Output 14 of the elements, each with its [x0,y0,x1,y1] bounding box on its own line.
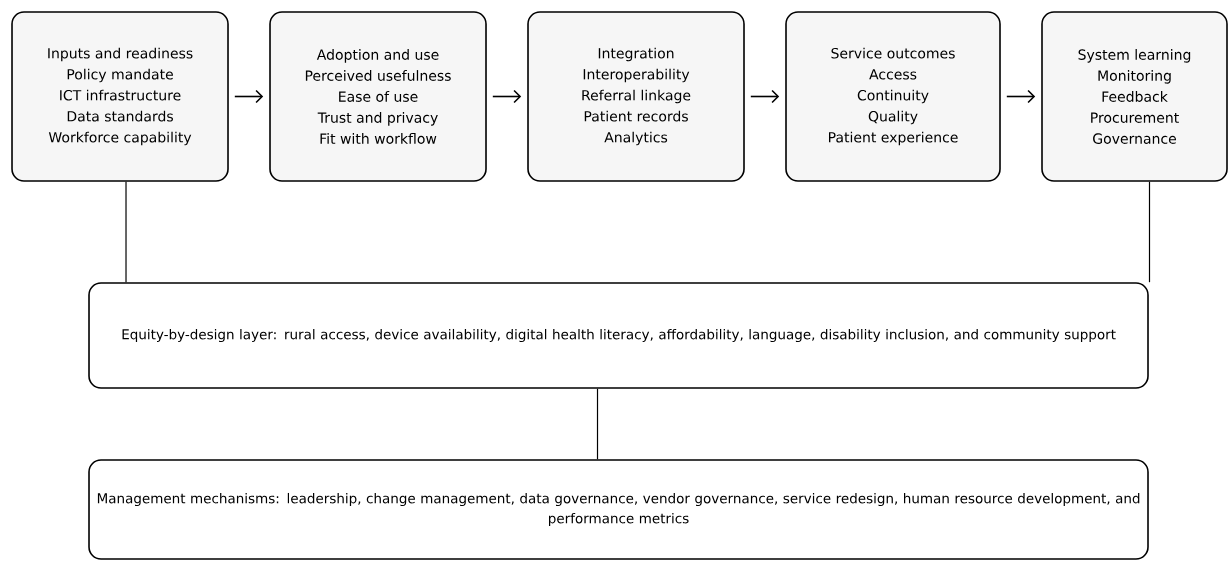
stage-box: System learning Monitoring Feedback Procurement Governance [1041,11,1228,182]
arrow [750,89,780,104]
connector-line [596,388,599,460]
connector-line [1148,181,1151,283]
stage-box: Adoption and use Perceived usefulness Ease of use Trust and privacy Fit with workflow [269,11,487,182]
arrow [492,89,522,104]
stage-box: Service outcomes Access Continuity Quality Patient experience [785,11,1001,182]
connector-line [125,181,127,283]
arrow [234,89,264,104]
arrow [1006,89,1036,104]
stage-box: Inputs and readiness Policy mandate ICT infrastructure Data standards Workforce capability [11,11,229,182]
stage-box: Integration Interoperability Referral linkage Patient records Analytics [527,11,745,182]
layer-box: Equity-by-design layer: rural access, device availability, digital health literacy, affordability, language, disability inclusion, and community support [88,282,1149,389]
layer-box: Management mechanisms: leadership, change management, data governance, vendor governance, service redesign, human resource development, and performance metrics [88,459,1149,560]
